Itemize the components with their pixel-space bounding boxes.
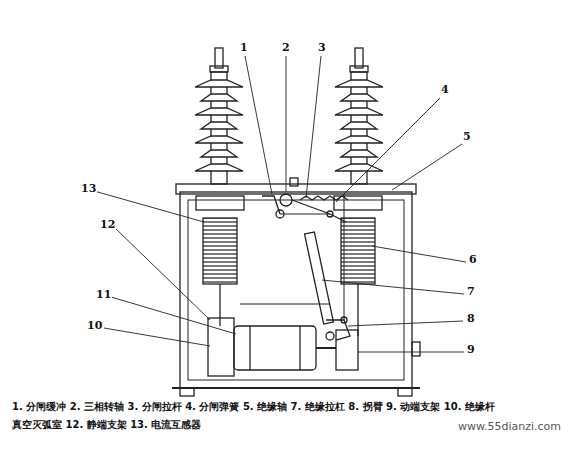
terminal-nut [210, 66, 228, 72]
foot [398, 388, 412, 396]
insulator-shed [195, 80, 243, 87]
callout-number: 9 [466, 344, 476, 356]
callout-number: 2 [281, 42, 291, 54]
callout-number: 1 [239, 42, 249, 54]
insulator-shed [335, 108, 383, 115]
insulator-shed [201, 94, 237, 101]
moving-bracket [336, 330, 358, 370]
vacuum-interrupter [234, 326, 316, 370]
insulating-rod [305, 232, 334, 324]
callout-number: 13 [80, 183, 97, 195]
foot [180, 388, 194, 396]
insulator-shed [341, 150, 377, 157]
callout-number: 12 [99, 219, 116, 231]
housing [180, 192, 412, 388]
ct-clamp [334, 196, 382, 210]
insulator-shed [335, 136, 383, 143]
terminal-stud [215, 48, 223, 68]
callout-number: 3 [317, 42, 327, 54]
caption-line: 真空灭弧室 12. 静端支架 13. 电流互感器 [12, 419, 201, 430]
callout-number: 4 [440, 84, 450, 96]
three-phase-shaft [280, 194, 292, 206]
callout-number: 5 [462, 131, 472, 143]
ct-clamp [196, 196, 244, 210]
insulator-shed [195, 164, 243, 171]
callout-number: 11 [95, 289, 112, 301]
insulator-shed [201, 122, 237, 129]
leader-lines [94, 56, 466, 352]
insulator-shed [335, 80, 383, 87]
ct-coil [203, 218, 237, 284]
caption-line: 1. 分闸缓冲 2. 三相转轴 3. 分闸拉杆 4. 分闸弹簧 5. 绝缘轴 7… [12, 401, 495, 412]
ground-terminal [412, 342, 420, 356]
insulator-shed [195, 136, 243, 143]
buffer [262, 196, 280, 214]
insulator-shed [341, 122, 377, 129]
terminal-nut [350, 66, 368, 72]
ct-coil [341, 218, 375, 284]
callout-number: 10 [86, 320, 103, 332]
insulator-shed [201, 150, 237, 157]
terminal-stud [355, 48, 363, 68]
insulator-shed [341, 94, 377, 101]
insulator-shed [195, 108, 243, 115]
callout-number: 7 [466, 286, 476, 298]
insulators [195, 48, 383, 184]
callout-number: 6 [468, 254, 478, 266]
watermark: www.55dianzi.com [458, 421, 561, 433]
crank-arm [326, 320, 350, 340]
insulator-shed [335, 164, 383, 171]
inner-frame [188, 200, 404, 380]
shaft-boss [290, 178, 298, 186]
callout-number: 8 [466, 313, 476, 325]
